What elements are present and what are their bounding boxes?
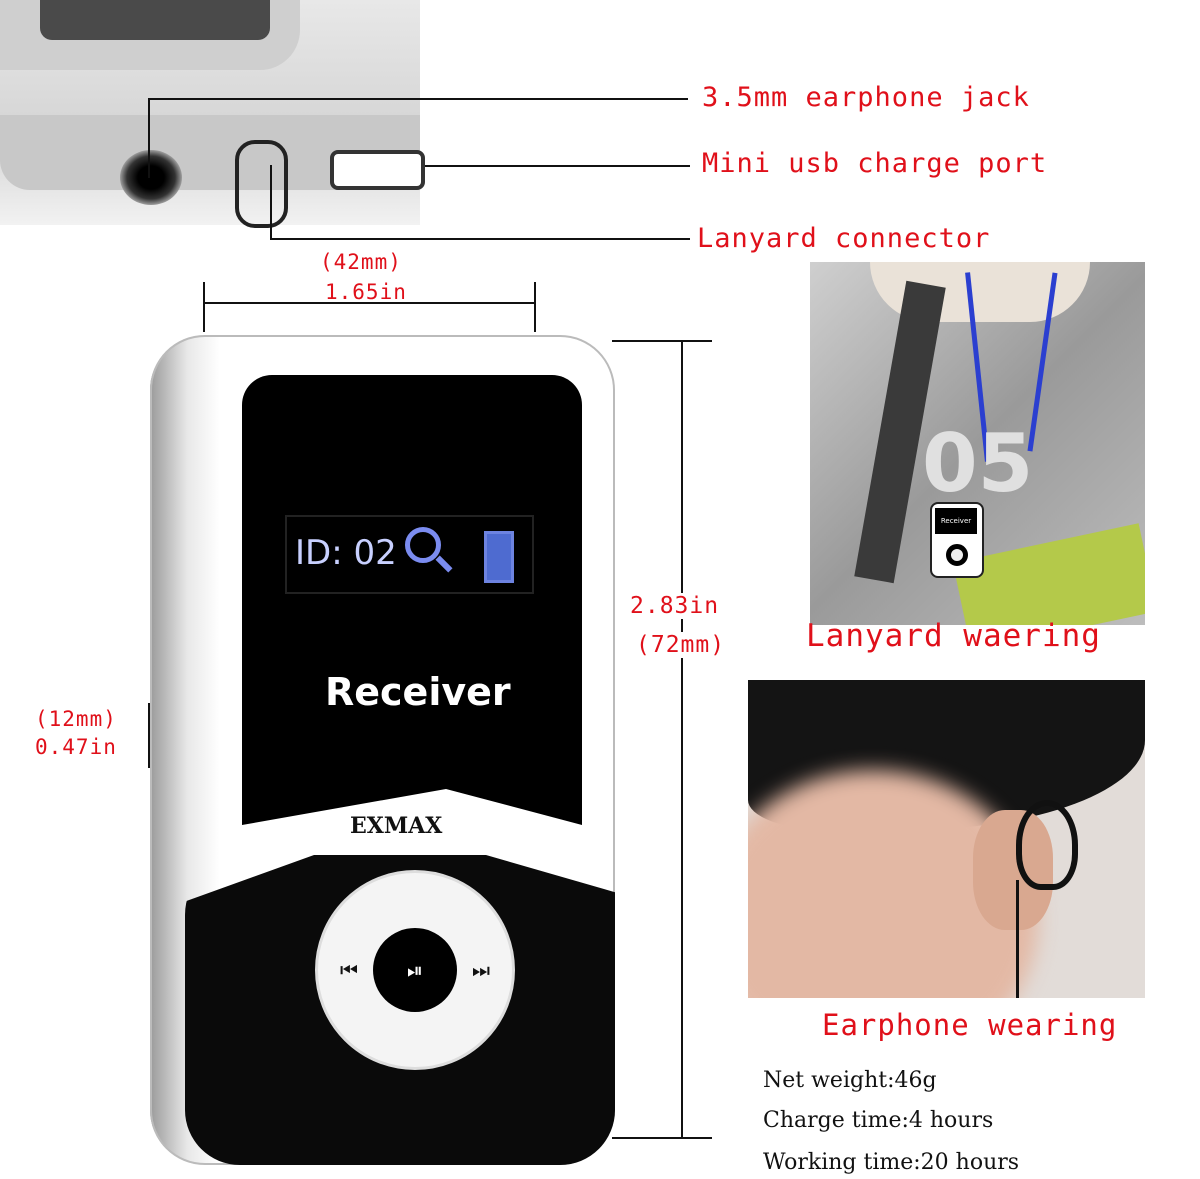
spec-working-time: Working time:20 hours	[763, 1150, 1020, 1175]
next-button[interactable]: ⏭	[472, 958, 490, 982]
previous-button[interactable]: ⏮	[340, 958, 358, 982]
receiver-device: ID: 02 Receiver EXMAX ⏮ ⏭ ⏯	[150, 335, 615, 1165]
lanyard-photo: 05 Receiver	[810, 262, 1145, 625]
battery-icon	[484, 531, 514, 583]
height-in: 2.83in	[630, 593, 720, 619]
play-pause-icon: ⏯	[407, 958, 423, 982]
click-wheel[interactable]: ⏮ ⏭ ⏯	[315, 870, 515, 1070]
mini-receiver: Receiver	[930, 502, 984, 578]
lanyard-loop	[235, 140, 288, 228]
screen-receiver-label: Receiver	[325, 670, 511, 714]
ports-photo	[0, 0, 425, 228]
brand-logo: EXMAX	[350, 813, 443, 839]
earphone-photo	[748, 680, 1145, 998]
lanyard-caption: Lanyard waering	[806, 618, 1101, 654]
earphone-caption: Earphone wearing	[822, 1008, 1118, 1042]
earphone-jack-label: 3.5mm earphone jack	[702, 82, 1030, 113]
depth-mm: (12mm)	[35, 707, 117, 731]
screen-panel	[242, 375, 582, 825]
height-mm: (72mm)	[636, 632, 726, 658]
search-icon-handle	[435, 555, 453, 573]
oled-display: ID: 02	[285, 515, 534, 594]
width-in: 1.65in	[325, 280, 407, 304]
display-id: ID: 02	[295, 533, 397, 573]
width-mm: (42mm)	[320, 250, 402, 274]
earphone	[1016, 800, 1078, 890]
usb-port	[330, 150, 425, 190]
usb-port-label: Mini usb charge port	[702, 148, 1048, 179]
play-pause-button[interactable]: ⏯	[373, 928, 457, 1012]
spec-net-weight: Net weight:46g	[763, 1068, 937, 1093]
depth-in: 0.47in	[35, 735, 117, 759]
search-icon	[405, 527, 441, 563]
lanyard-connector-label: Lanyard connector	[697, 223, 991, 254]
earphone-jack	[120, 150, 182, 205]
mini-receiver-label: Receiver	[935, 508, 977, 534]
spec-charge-time: Charge time:4 hours	[763, 1108, 994, 1133]
